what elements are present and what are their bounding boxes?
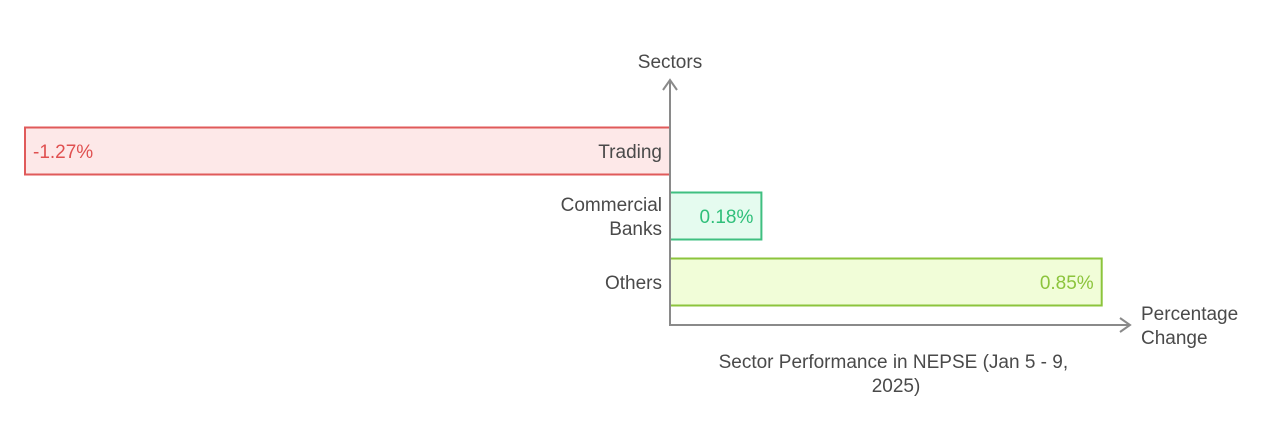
bar-0 bbox=[24, 126, 671, 176]
y-axis-label: Sectors bbox=[638, 52, 702, 73]
chart-title: Sector Performance in NEPSE (Jan 5 - 9, … bbox=[719, 352, 1074, 397]
category-label-2-line-0: Others bbox=[605, 273, 662, 294]
category-label-1-line-0: Commercial bbox=[561, 195, 662, 216]
data-label-2: 0.85% bbox=[1040, 273, 1094, 294]
chart-title-line-1: Sector Performance in NEPSE (Jan 5 - 9, bbox=[719, 352, 1069, 373]
x-axis-label: Percentage Change bbox=[1141, 304, 1243, 349]
y-axis-arrow-icon bbox=[662, 78, 678, 91]
category-label-0: Trading bbox=[598, 142, 662, 163]
x-axis-label-line-2: Change bbox=[1141, 328, 1208, 349]
chart-title-line-2: 2025) bbox=[872, 376, 921, 397]
category-label-0-line-0: Trading bbox=[598, 142, 662, 163]
x-axis-arrow-icon bbox=[1119, 317, 1132, 333]
data-label-1: 0.18% bbox=[700, 207, 754, 228]
bar-2 bbox=[669, 257, 1103, 307]
data-label-0: -1.27% bbox=[33, 142, 93, 163]
category-label-1-line-1: Banks bbox=[609, 219, 662, 240]
x-axis-label-line-1: Percentage bbox=[1141, 304, 1238, 325]
category-label-2: Others bbox=[605, 273, 662, 294]
